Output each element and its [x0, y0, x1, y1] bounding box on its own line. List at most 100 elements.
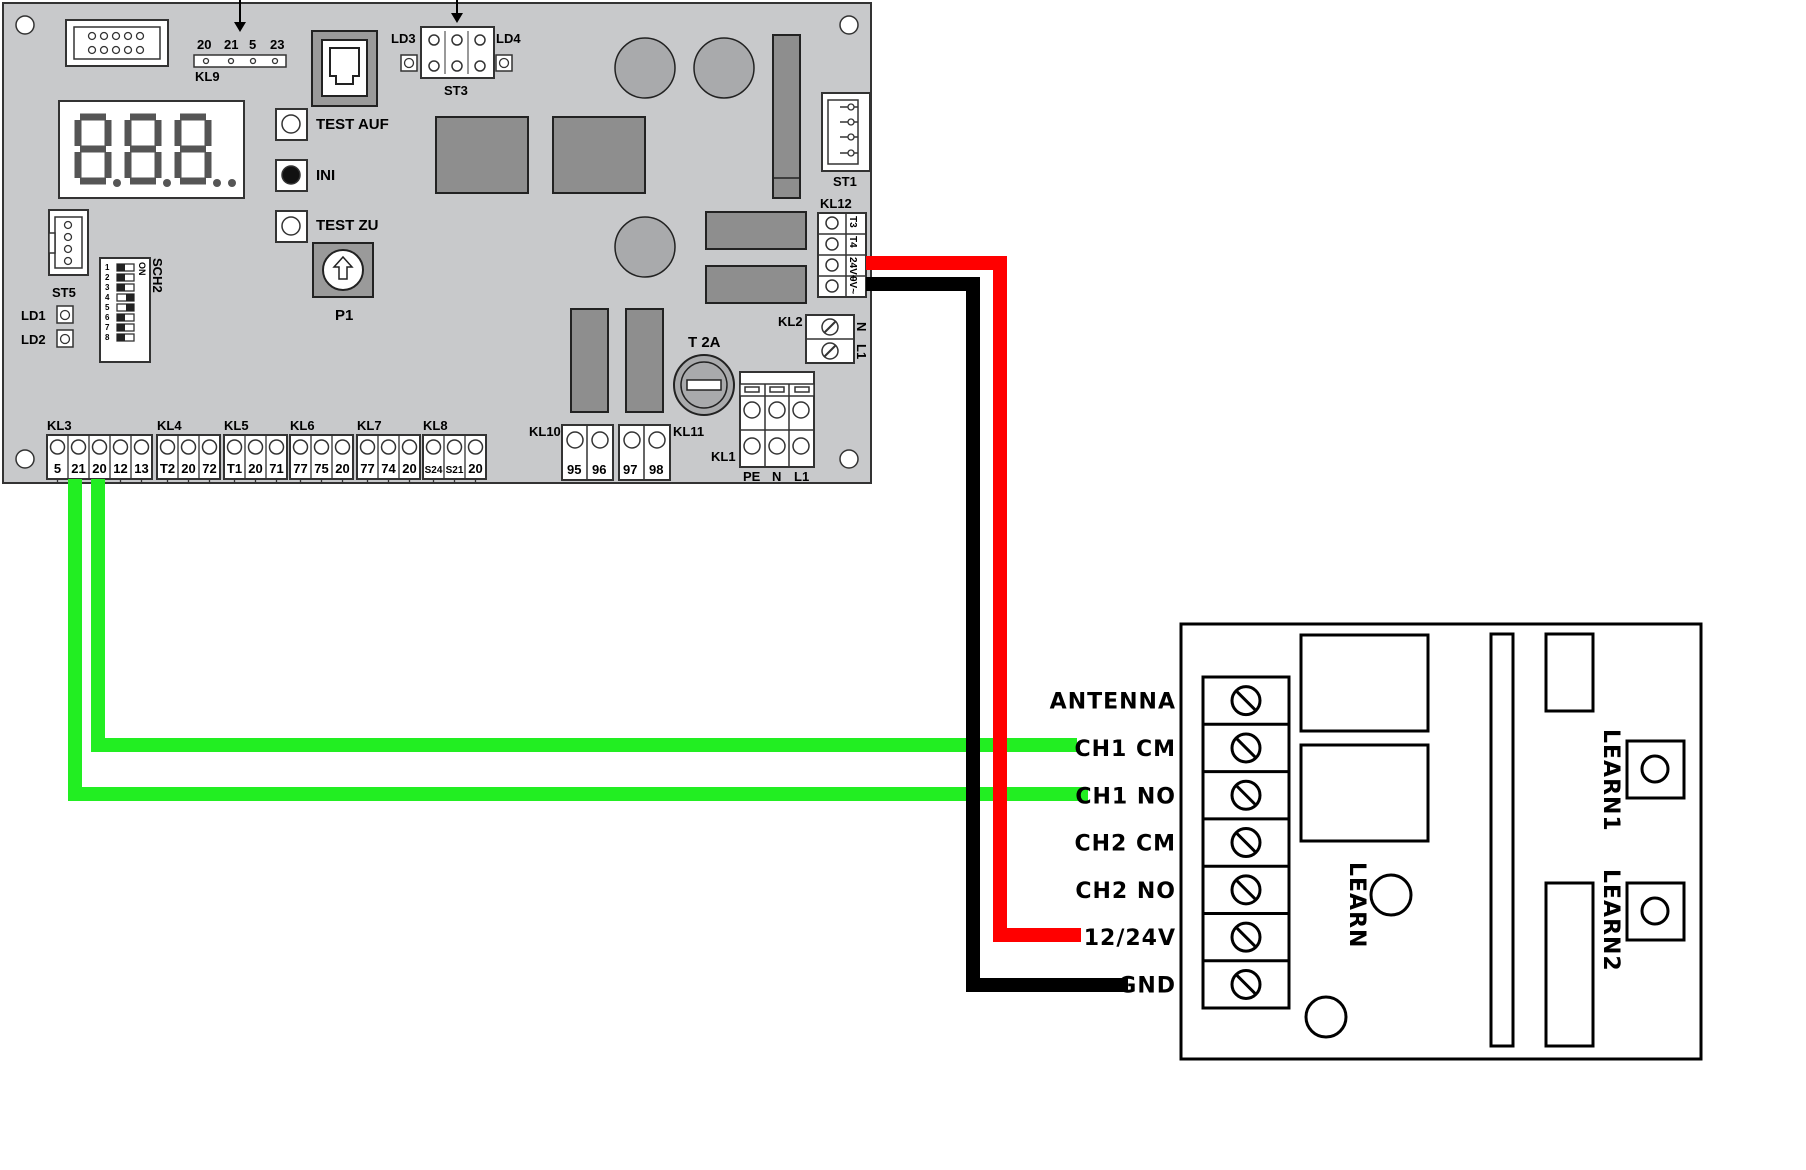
relay-block: [570, 308, 609, 413]
kl3-pin-label: 21: [71, 461, 85, 476]
mounting-hole-bottom-right: [839, 449, 859, 469]
kl7-pin-label: 77: [360, 461, 374, 476]
p1-label: P1: [335, 307, 353, 324]
terminal-label: CH1 NO: [1075, 784, 1176, 809]
ld1-led: LD1: [21, 305, 74, 324]
kl3-pin-label: 12: [113, 461, 127, 476]
kl7-label: KL7: [357, 418, 382, 433]
kl6-pin-label: 20: [335, 461, 349, 476]
screw-terminal[interactable]: [1230, 827, 1262, 859]
kl12-terminal: KL12 T3 T4 24V~ 0V~: [817, 196, 867, 298]
fuse-label: T 2A: [688, 334, 721, 351]
kl12-label: KL12: [820, 196, 852, 211]
learn1-button[interactable]: [1625, 739, 1686, 800]
kl11-terminal: 97 98 KL11: [618, 424, 704, 481]
kl8-pin-label: S24: [425, 465, 443, 476]
vertical-component: [772, 34, 801, 199]
mounting-hole-bottom-left: [15, 449, 35, 469]
kl9-pin-label: 23: [270, 37, 284, 52]
kl7-pin-label: 20: [402, 461, 416, 476]
st3-header: LD3 LD4 ST3: [391, 26, 521, 98]
kl8-label: KL8: [423, 418, 448, 433]
dip-number: 5: [105, 303, 110, 312]
relay-box: [1299, 633, 1430, 733]
fuse: T 2A: [673, 334, 735, 416]
test-auf-button[interactable]: TEST AUF: [275, 108, 389, 141]
kl5-pin-label: 20: [248, 461, 262, 476]
kl12-pin-label: 0V~: [847, 276, 858, 294]
relay-block: [705, 265, 807, 304]
kl2-pin-label: L1: [854, 344, 869, 359]
kl10-pin-label: 95: [567, 462, 581, 477]
kl9-pin-label: 20: [197, 37, 211, 52]
kl1-pin-label: L1: [794, 469, 809, 484]
learn-led: [1369, 873, 1413, 917]
kl3-pin-label: 5: [54, 461, 61, 476]
kl9-header: 20 21 5 23 KL9: [193, 37, 287, 84]
ini-button[interactable]: INI: [275, 159, 335, 192]
kl10-pin-label: 96: [592, 462, 606, 477]
screw-terminal[interactable]: [1230, 685, 1262, 717]
kl4-pin-label: 20: [181, 461, 195, 476]
mounting-hole: [1304, 995, 1348, 1039]
terminal-label: GND: [1118, 973, 1176, 998]
kl9-pin-label: 21: [224, 37, 238, 52]
ld1-label: LD1: [21, 308, 46, 323]
st5-connector: ST5: [48, 209, 89, 300]
st1-connector: ST1: [821, 92, 871, 189]
kl8-pin-label: 20: [468, 461, 482, 476]
test-zu-label: TEST ZU: [316, 217, 379, 234]
kl4-label: KL4: [157, 418, 182, 433]
kl11-label: KL11: [673, 424, 704, 439]
screw-terminal[interactable]: [1230, 874, 1262, 906]
ld2-label: LD2: [21, 332, 46, 347]
kl5-pin-label: T1: [227, 461, 242, 476]
dip-number: 6: [105, 313, 110, 322]
kl1-terminal: PE N L1 KL1: [711, 371, 815, 484]
relay-block: [705, 211, 807, 250]
receiver-outline: [1179, 622, 1703, 1061]
p1-potentiometer[interactable]: P1: [312, 242, 374, 324]
kl5-label: KL5: [224, 418, 249, 433]
screw-terminal[interactable]: [1230, 921, 1262, 953]
wire-black-0v: [866, 277, 1128, 992]
kl6-pin-label: 75: [314, 461, 328, 476]
screw-terminal[interactable]: [1230, 968, 1262, 1000]
kl11-pin-label: 97: [623, 462, 637, 477]
wire-green-ch1-no: [68, 479, 1088, 801]
learn2-label: LEARN2: [1598, 869, 1623, 972]
learn2-button[interactable]: [1625, 881, 1686, 942]
terminal-label: CH2 CM: [1074, 832, 1176, 857]
screw-terminal[interactable]: [1230, 732, 1262, 764]
ini-label: INI: [316, 167, 335, 184]
terminal-label: CH1 CM: [1074, 737, 1176, 762]
kl9-label: KL9: [195, 69, 220, 84]
arrow-up-icon: [332, 255, 354, 280]
kl12-pin-label: T3: [847, 216, 858, 228]
test-zu-button[interactable]: TEST ZU: [275, 210, 379, 243]
kl12-pin-label: T4: [847, 236, 858, 248]
st1-label: ST1: [833, 174, 857, 189]
sch2-dip-switch[interactable]: 1 2 3 4 5 6 7 8 ON SCH2: [99, 257, 165, 363]
kl2-label: KL2: [778, 314, 803, 329]
kl12-pin-label: 24V~: [847, 257, 858, 281]
relay-block: [625, 308, 664, 413]
test-auf-label: TEST AUF: [316, 116, 389, 133]
rj-connector: [311, 30, 378, 107]
kl10-terminal: KL10 95 96: [529, 424, 614, 481]
dip-number: 8: [105, 333, 110, 342]
dip-number: 2: [105, 273, 110, 282]
wire-red-24v: [866, 256, 1081, 942]
capacitor: [614, 216, 676, 278]
terminal-label: ANTENNA: [1050, 690, 1176, 715]
screw-terminal[interactable]: [1230, 779, 1262, 811]
kl4-pin-label: 72: [202, 461, 216, 476]
top-connector: [65, 19, 169, 67]
